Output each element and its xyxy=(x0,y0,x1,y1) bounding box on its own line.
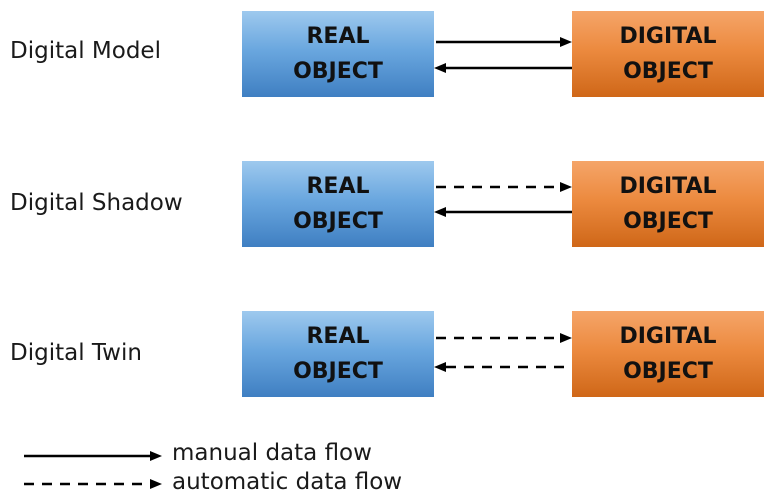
real-object-label-line2: OBJECT xyxy=(293,209,383,234)
real-object-label-line1: REAL xyxy=(306,174,370,199)
arrowhead-right-icon xyxy=(150,451,162,461)
arrowhead-right-icon xyxy=(560,182,572,192)
legend-automatic-label: automatic data flow xyxy=(172,469,403,495)
digital-object-label-line2: OBJECT xyxy=(623,209,713,234)
digital-object-label-line1: DIGITAL xyxy=(619,174,717,199)
arrowhead-left-icon xyxy=(434,63,446,73)
digital-object-box: DIGITAL OBJECT xyxy=(572,161,764,247)
arrowhead-right-icon xyxy=(560,37,572,47)
real-object-label-line1: REAL xyxy=(306,324,370,349)
digital-object-box: DIGITAL OBJECT xyxy=(572,311,764,397)
arrowhead-right-icon xyxy=(150,479,162,489)
arrowhead-right-icon xyxy=(560,333,572,343)
digital-object-box: DIGITAL OBJECT xyxy=(572,11,764,97)
arrowhead-left-icon xyxy=(434,207,446,217)
real-object-box: REAL OBJECT xyxy=(242,11,434,97)
real-object-label-line2: OBJECT xyxy=(293,59,383,84)
digital-object-label-line2: OBJECT xyxy=(623,359,713,384)
row-label-digital-twin: Digital Twin xyxy=(10,340,142,366)
digital-object-label-line1: DIGITAL xyxy=(619,324,717,349)
digital-object-label-line2: OBJECT xyxy=(623,59,713,84)
row-label-digital-model: Digital Model xyxy=(10,38,161,64)
arrowhead-left-icon xyxy=(434,362,446,372)
real-object-box: REAL OBJECT xyxy=(242,161,434,247)
row-label-digital-shadow: Digital Shadow xyxy=(10,190,183,216)
digital-object-label-line1: DIGITAL xyxy=(619,24,717,49)
legend-manual-label: manual data flow xyxy=(172,440,372,466)
real-object-label-line2: OBJECT xyxy=(293,359,383,384)
real-object-label-line1: REAL xyxy=(306,24,370,49)
real-object-box: REAL OBJECT xyxy=(242,311,434,397)
